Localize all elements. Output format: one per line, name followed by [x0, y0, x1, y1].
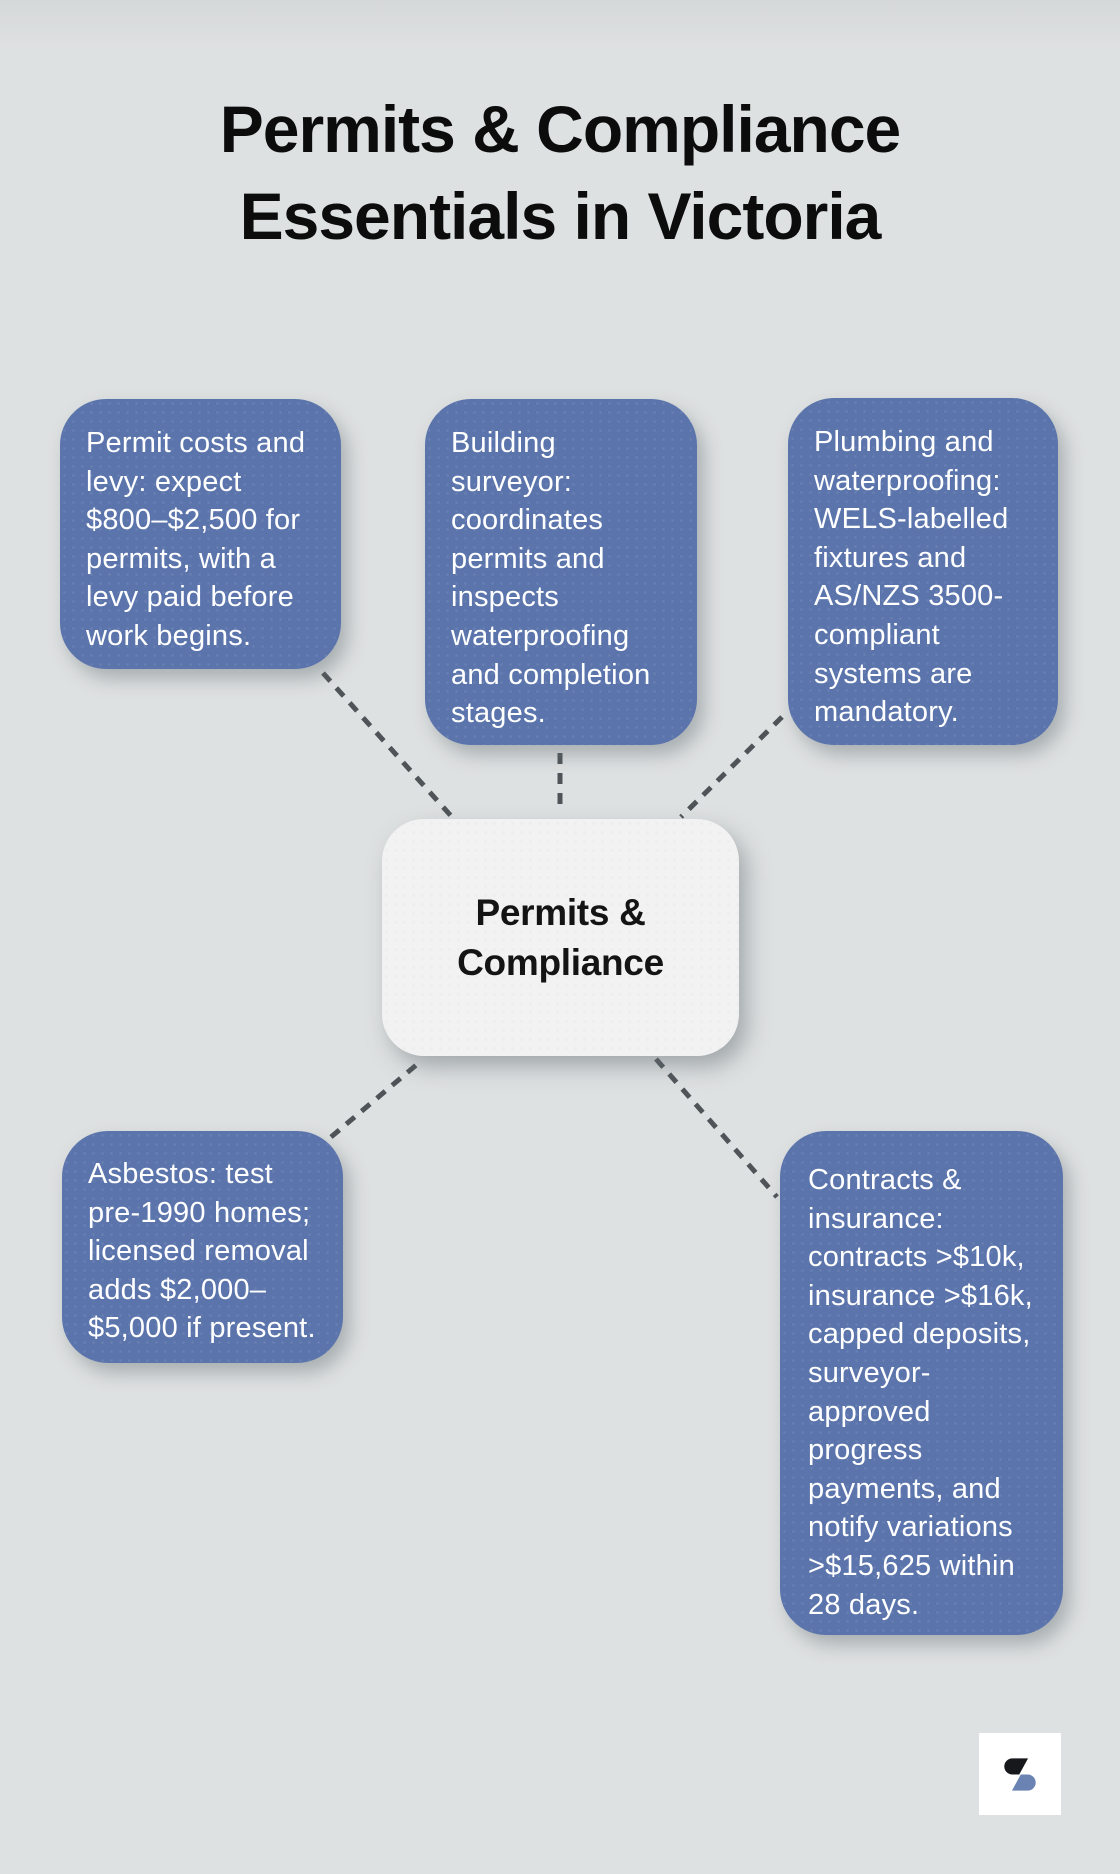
node-contracts-insurance-text: Contracts & insurance: contracts >$10k, … — [808, 1164, 1033, 1621]
node-contracts-insurance: Contracts & insurance: contracts >$10k, … — [780, 1131, 1063, 1635]
node-building-surveyor-text: Building surveyor: coordinates permits a… — [451, 427, 651, 730]
node-plumbing-waterproofing: Plumbing and waterproofing: WELS-labelle… — [788, 398, 1058, 745]
center-node-label: Permits & Compliance — [457, 891, 664, 983]
connector-contracts-line — [654, 1057, 779, 1199]
connector-asbestos-line — [329, 1059, 423, 1139]
page-title: Permits & Compliance Essentials in Victo… — [0, 86, 1120, 260]
node-permit-costs: Permit costs and levy: expect $800–$2,50… — [60, 399, 341, 669]
center-node: Permits & Compliance — [382, 819, 739, 1056]
node-asbestos-text: Asbestos: test pre-1990 homes; licensed … — [88, 1158, 316, 1345]
node-asbestos: Asbestos: test pre-1990 homes; licensed … — [62, 1131, 343, 1363]
brand-logo-tile — [979, 1733, 1061, 1815]
node-plumbing-waterproofing-text: Plumbing and waterproofing: WELS-labelle… — [814, 426, 1009, 729]
connector-plumbing-line — [679, 715, 784, 819]
node-building-surveyor: Building surveyor: coordinates permits a… — [425, 399, 697, 745]
s-logo-icon — [1004, 1757, 1036, 1791]
page-title-line2: Essentials in Victoria — [239, 179, 882, 253]
node-permit-costs-text: Permit costs and levy: expect $800–$2,50… — [86, 427, 306, 652]
page-title-line1: Permits & Compliance — [219, 92, 902, 166]
